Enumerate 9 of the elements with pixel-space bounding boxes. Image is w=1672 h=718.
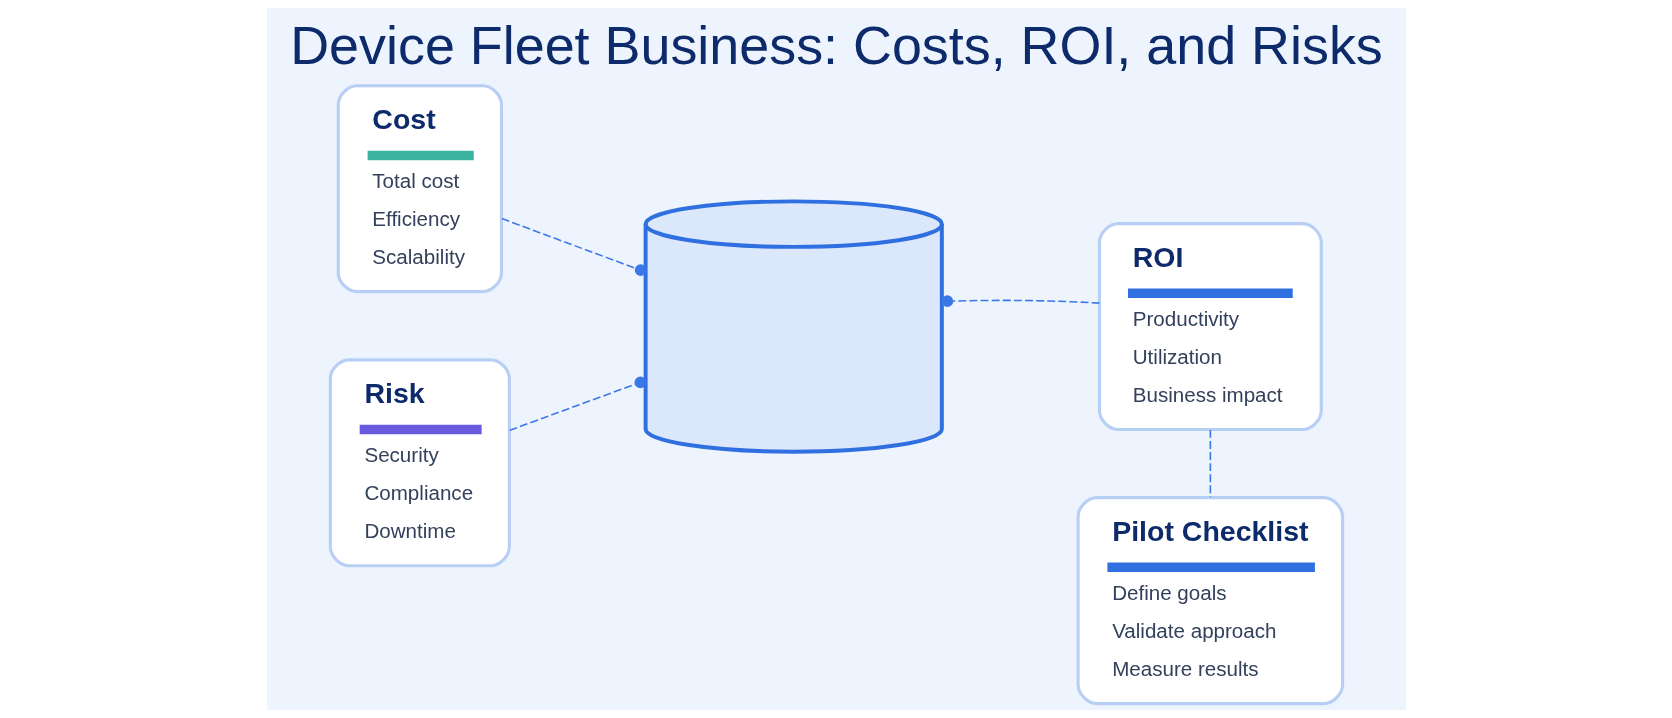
node-box: ROI Productivity Utilization Business impact	[1097, 221, 1323, 432]
connector	[1209, 429, 1211, 499]
node-box: Risk Security Compliance Downtime	[328, 358, 511, 568]
node-box: Cost Total cost Efficiency Scalability	[336, 84, 503, 294]
node-box: Pilot Checklist Define goals Validate approach Measure results	[1076, 496, 1344, 706]
connector	[500, 217, 646, 277]
connector	[508, 376, 646, 432]
diagram-title: Device Fleet Business: Costs, ROI, and Risks	[289, 14, 1383, 75]
connector	[940, 295, 1100, 308]
